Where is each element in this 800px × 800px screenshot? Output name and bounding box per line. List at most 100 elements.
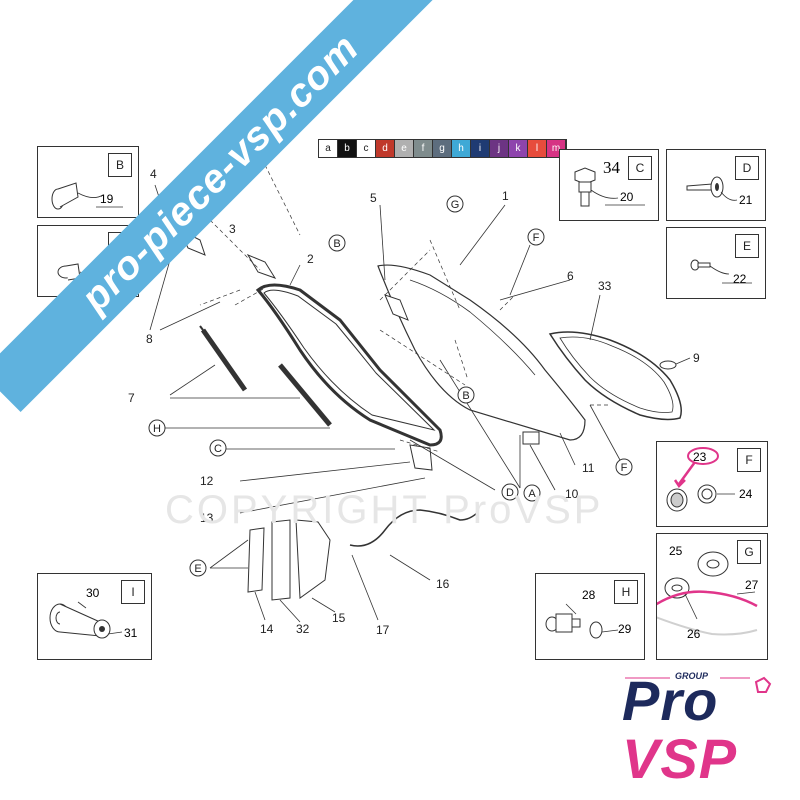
part-number-10: 10 [565, 487, 579, 501]
tailgate-seal [255, 283, 443, 447]
seal-ring-9 [659, 360, 677, 370]
color-swatch-e: e [395, 140, 414, 157]
part-number-13: 13 [200, 511, 214, 525]
color-swatch-f: f [414, 140, 433, 157]
inset-H-part-29: 29 [618, 622, 632, 636]
callout-circle-D-0 [501, 483, 519, 501]
inset-H-tag: H [614, 580, 638, 604]
inset-I-part-30: 30 [86, 586, 100, 600]
inset-G-part-25: 25 [669, 544, 683, 558]
callout-circle-H-0 [148, 419, 166, 437]
part-number-7: 7 [128, 391, 135, 405]
screw-icon [686, 176, 738, 201]
inset-G-part-26: 26 [687, 627, 701, 641]
inset-C-size: 34 [603, 158, 620, 177]
inset-G-part-27: 27 [745, 578, 759, 592]
logo-line1: Pro [622, 669, 719, 732]
callout-letter-F-1: F [621, 462, 628, 474]
inset-D-tag: D [735, 156, 759, 180]
rear-window-glass [548, 331, 682, 421]
part-number-16: 16 [436, 577, 450, 591]
inset-H-part-28: 28 [582, 588, 596, 602]
color-swatch-i: i [471, 140, 490, 157]
part-number-6: 6 [567, 269, 574, 283]
hinge-center [384, 294, 409, 321]
inset-C-tag: C [628, 156, 652, 180]
car-outline-icon [625, 676, 772, 693]
bolt-icon [574, 167, 645, 207]
inset-B-tag: B [108, 153, 132, 177]
light-lens [295, 519, 331, 599]
inset-F-part-23: 23 [693, 450, 707, 464]
rivet-icon [51, 182, 123, 210]
part-number-2: 2 [307, 252, 314, 266]
callout-circle-E-0 [189, 559, 207, 577]
latch-part [522, 431, 540, 445]
part-number-32: 32 [296, 622, 310, 636]
callout-letter-C-0: C [214, 443, 222, 455]
callout-circle-F-1 [615, 458, 633, 476]
release-cable [349, 509, 479, 547]
inset-H: H 28 29 [535, 573, 645, 660]
washer-icon [657, 551, 758, 636]
part-number-12: 12 [200, 474, 214, 488]
inset-B-part: 19 [100, 192, 114, 206]
stud-icon [545, 603, 619, 639]
callout-letter-E-0: E [194, 563, 201, 575]
part-number-3: 3 [229, 222, 236, 236]
inset-I: I 30 31 [37, 573, 152, 660]
callout-letter-F-0: F [533, 232, 540, 244]
callout-letter-B-0: B [333, 238, 340, 250]
inset-G: G 25 26 27 [656, 533, 768, 660]
part-number-9: 9 [693, 351, 700, 365]
inset-E: E 22 [666, 227, 766, 299]
small-screw-icon [690, 259, 752, 284]
callout-circle-A-0 [523, 484, 541, 502]
gas-strut-1 [200, 328, 248, 392]
callout-circle-G-0 [446, 195, 464, 213]
inset-E-part: 22 [733, 272, 747, 286]
part-number-11: 11 [582, 461, 595, 475]
color-swatch-g: g [433, 140, 452, 157]
copyright-watermark: COPYRIGHT ProVSP [165, 488, 604, 532]
color-swatch-d: d [376, 140, 395, 157]
color-swatch-b: b [338, 140, 357, 157]
inset-F-tag: F [737, 448, 761, 472]
callout-letter-H-0: H [153, 423, 161, 435]
tailgate-glass [377, 264, 586, 441]
callout-letter-G-0: G [451, 199, 460, 211]
callout-circle-B-0 [328, 234, 346, 252]
inset-C: C 34 20 [559, 149, 659, 221]
callout-circle-F-0 [527, 228, 545, 246]
callout-circle-B-1 [457, 386, 475, 404]
color-swatch-j: j [490, 140, 509, 157]
color-swatch-h: h [452, 140, 471, 157]
inset-B: B 19 [37, 146, 139, 218]
part-number-4: 4 [150, 167, 157, 181]
part-number-14: 14 [260, 622, 274, 636]
callout-letter-B-1: B [462, 390, 469, 402]
color-swatch-l: l [528, 140, 547, 157]
callout-letter-A-0: A [528, 488, 536, 500]
light-bracket [247, 527, 265, 593]
inset-F-part-24: 24 [739, 487, 753, 501]
color-swatch-c: c [357, 140, 376, 157]
part-number-8: 8 [146, 332, 153, 346]
inset-E-tag: E [735, 234, 759, 258]
part-number-1: 1 [502, 189, 509, 203]
gas-strut-2 [278, 363, 332, 427]
grommet-icon [666, 447, 735, 512]
bushing-icon [49, 601, 123, 639]
inset-G-tag: G [737, 540, 761, 564]
logo-group-text: GROUP [675, 671, 709, 681]
provsp-logo: GROUP Pro VSP [600, 668, 790, 793]
color-swatch-k: k [509, 140, 528, 157]
logo-line2: VSP [622, 727, 738, 790]
hinge-right [246, 253, 277, 279]
part-number-15: 15 [332, 611, 346, 625]
part-number-17: 17 [376, 623, 390, 637]
inset-F: F 23 24 [656, 441, 768, 527]
